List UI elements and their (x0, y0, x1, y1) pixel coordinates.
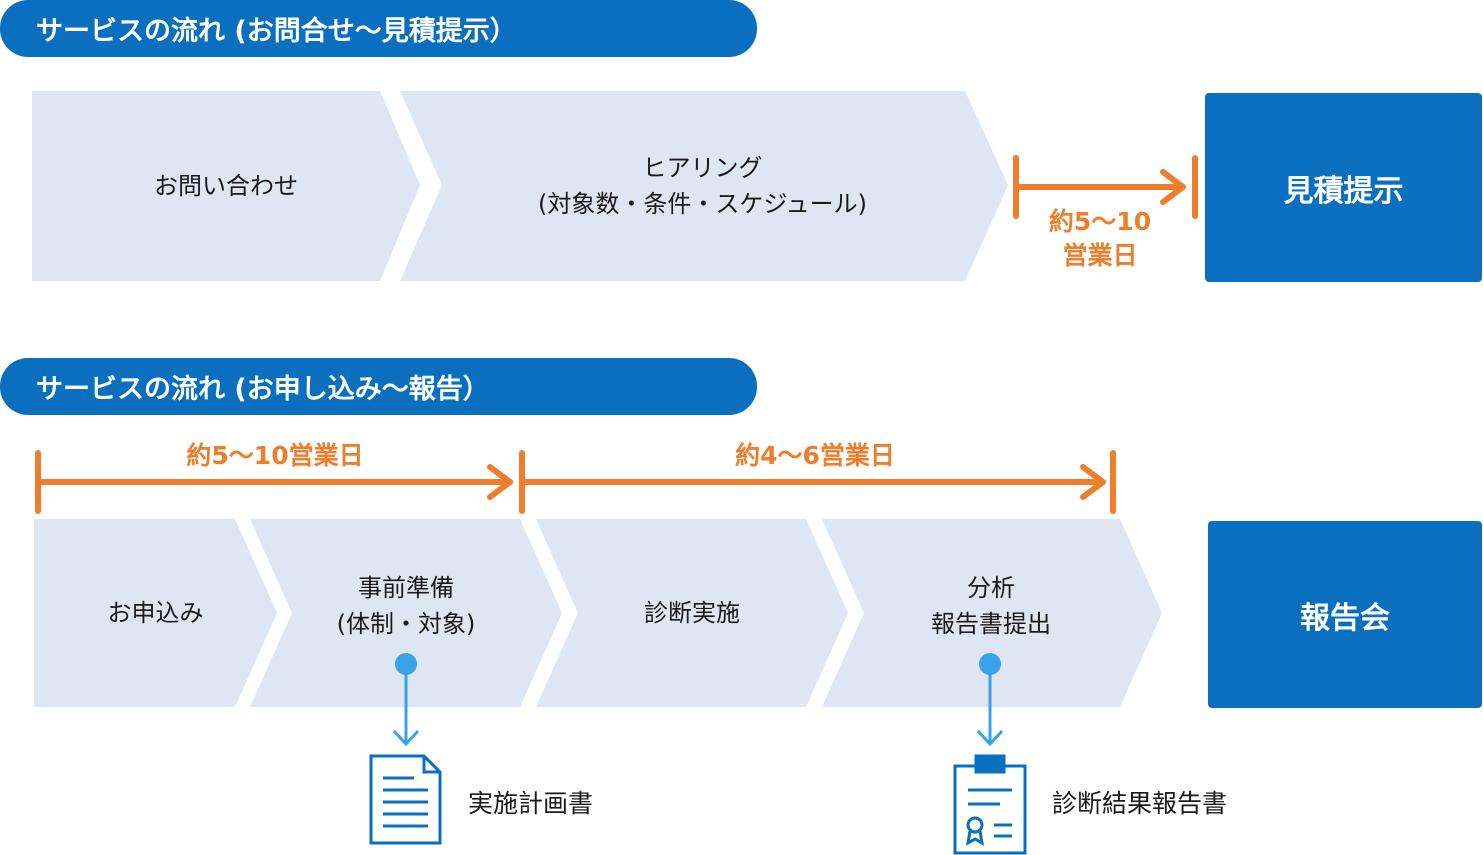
clipboard-report-icon (953, 754, 1027, 855)
step-hearing: ヒアリング (対象数・条件・スケジュール) (420, 91, 985, 281)
step-preparation-label: 事前準備 (358, 574, 454, 602)
step-inquiry-label: お問い合わせ (154, 172, 298, 200)
chevron-step-execution (536, 519, 848, 707)
doc-label-report: 診断結果報告書 (1052, 784, 1227, 820)
final-box-quote: 見積提示 (1205, 93, 1482, 282)
connector-report-doc (976, 653, 1004, 747)
document-icon (369, 754, 442, 845)
doc-report-text: 診断結果報告書 (1052, 789, 1228, 818)
step-execution-label: 診断実施 (644, 599, 740, 627)
section-title-text: サービスの流れ (お問合せ〜見積提示） (36, 16, 517, 47)
step-analysis-sublabel: 報告書提出 (931, 610, 1051, 638)
section-title-report: サービスの流れ (お申し込み〜報告） (0, 358, 757, 415)
step-preparation-sublabel: (体制・対象) (336, 610, 476, 638)
step-preparation: 事前準備 (体制・対象) (270, 556, 542, 656)
chevron-step-inquiry (32, 91, 420, 281)
step-hearing-sublabel: (対象数・条件・スケジュール) (537, 190, 868, 218)
duration-quote-line2: 営業日 (1062, 241, 1138, 270)
duration-arrow-prep (35, 450, 513, 514)
step-analysis-label: 分析 (967, 574, 1015, 602)
chevron-step-preparation (250, 519, 562, 707)
duration-label-prep: 約5〜10営業日 (150, 439, 400, 473)
step-execution: 診断実施 (556, 519, 828, 707)
step-application-label: お申込み (107, 599, 204, 627)
step-inquiry: お問い合わせ (32, 91, 420, 281)
duration-arrow-quote (1013, 155, 1198, 219)
chevron-step-application (34, 519, 277, 707)
chevron-step-hearing (400, 91, 1008, 281)
chevron-step-analysis (822, 519, 1162, 707)
duration-quote-line1: 約5〜10 (1048, 207, 1152, 236)
doc-label-plan: 実施計画書 (468, 784, 593, 820)
doc-plan-text: 実施計画書 (468, 789, 594, 818)
step-application: お申込み (34, 519, 277, 707)
duration-prep-text: 約5〜10営業日 (186, 441, 364, 470)
connector-plan-doc (392, 653, 420, 747)
duration-label-quote: 約5〜10 営業日 (1010, 205, 1190, 273)
section-title-text-2: サービスの流れ (お申し込み〜報告） (36, 374, 490, 405)
duration-arrow-assessment (519, 450, 1116, 514)
final-box-quote-label: 見積提示 (1283, 173, 1404, 209)
step-hearing-label: ヒアリング (642, 154, 763, 182)
final-box-report: 報告会 (1208, 521, 1482, 708)
duration-assessment-text: 約4〜6営業日 (735, 441, 895, 470)
final-box-report-label: 報告会 (1300, 600, 1390, 636)
duration-label-assessment: 約4〜6営業日 (690, 439, 940, 473)
section-title-quote: サービスの流れ (お問合せ〜見積提示） (0, 0, 757, 57)
step-analysis: 分析 報告書提出 (842, 556, 1140, 656)
